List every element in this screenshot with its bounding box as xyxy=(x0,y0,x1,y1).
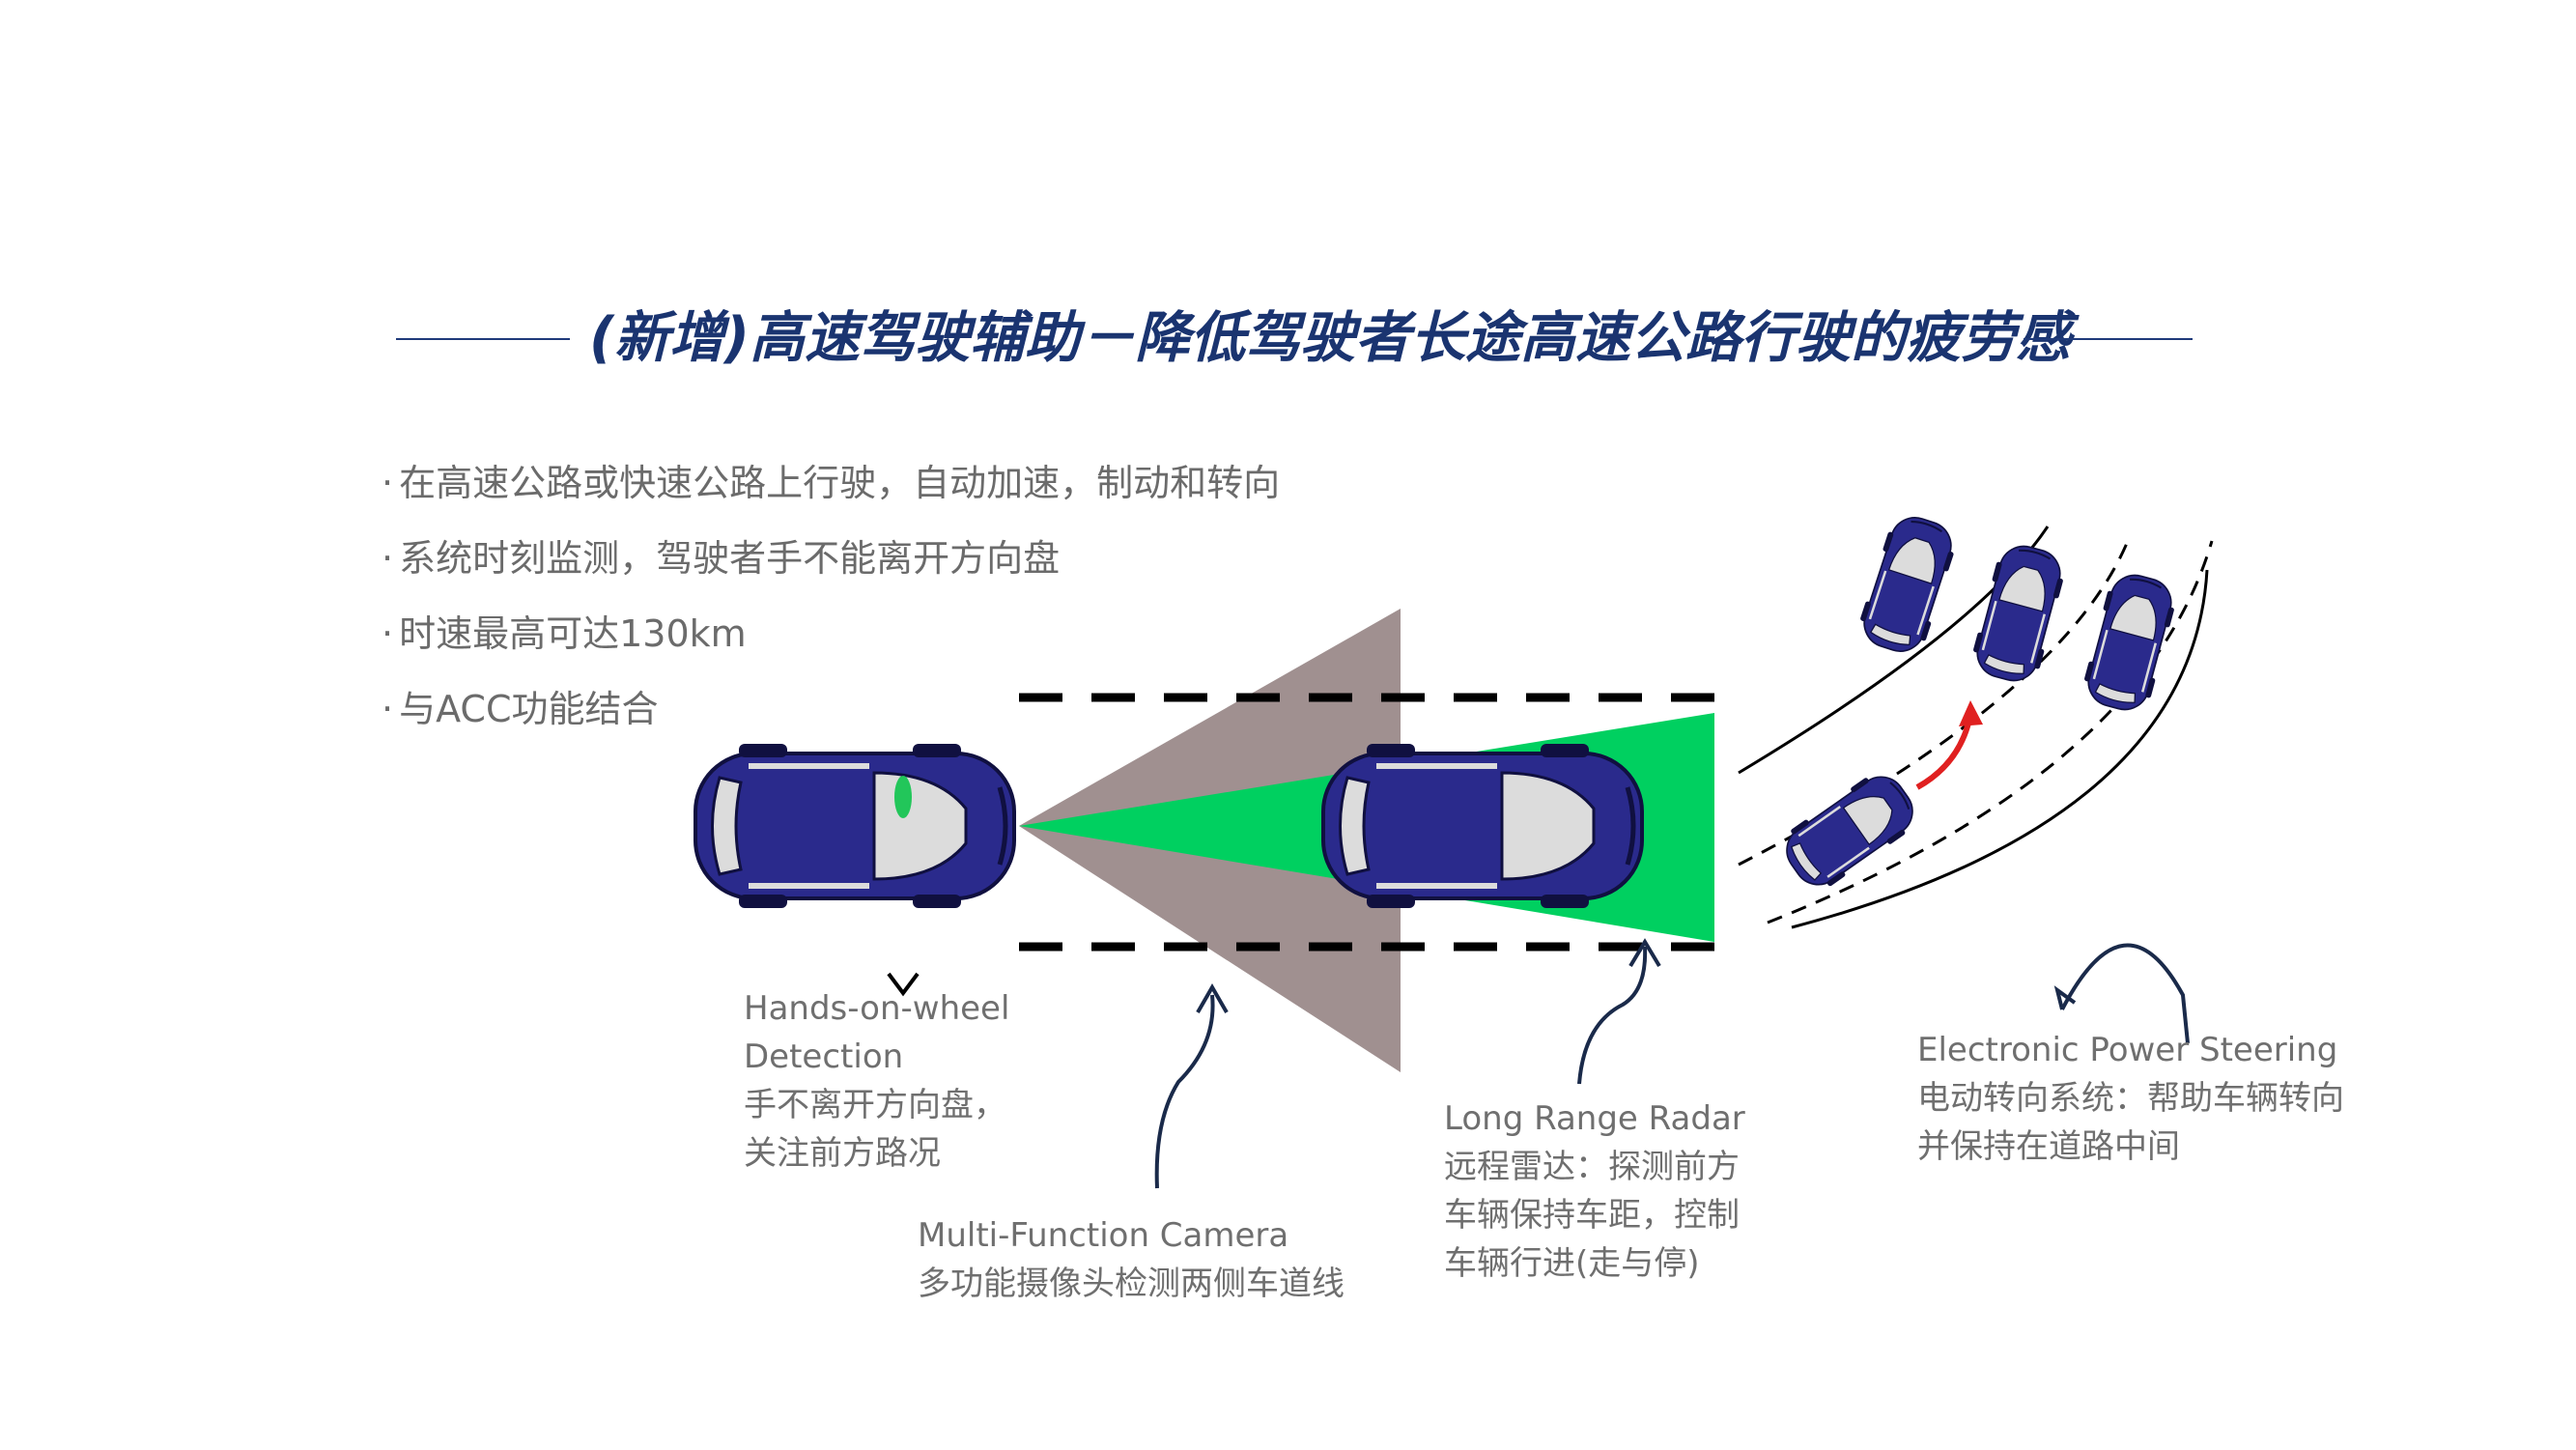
car-icon xyxy=(1773,762,1926,899)
list-item: ·时速最高可达130km xyxy=(382,612,747,655)
callout-hands-on-wheel xyxy=(887,972,920,997)
lane-change-arrow-head xyxy=(1959,700,1983,726)
list-item: ·在高速公路或快速公路上行驶，自动加速，制动和转向 xyxy=(382,462,1281,504)
annotation-hands-on-wheel: Hands-on-wheel Detection 手不离开方向盘， 关注前方路况 xyxy=(744,989,1010,1173)
callout-steering xyxy=(2053,943,2190,1044)
annotation-steering: Electronic Power Steering 电动转向系统：帮助车辆转向 … xyxy=(1917,1031,2344,1166)
bullet-dot-icon: · xyxy=(382,462,394,504)
car-icon xyxy=(1967,538,2071,689)
car-icon xyxy=(1323,744,1642,908)
title-rule-left xyxy=(396,338,570,340)
car-icon xyxy=(2078,567,2182,718)
feature-list: ·在高速公路或快速公路上行驶，自动加速，制动和转向 ·系统时刻监测，驾驶者手不能… xyxy=(382,454,1280,755)
hands-on-wheel-icon xyxy=(894,776,912,818)
page-title: (新增)高速驾驶辅助－降低驾驶者长途高速公路行驶的疲劳感 xyxy=(589,306,2072,370)
bullet-dot-icon: · xyxy=(382,537,394,580)
callout-camera xyxy=(1154,982,1229,1189)
list-item: ·系统时刻监测，驾驶者手不能离开方向盘 xyxy=(382,537,1061,580)
list-item: ·与ACC功能结合 xyxy=(382,688,659,730)
car-icon xyxy=(695,744,1014,908)
car-icon xyxy=(1853,508,1963,661)
bullet-dot-icon: · xyxy=(382,688,394,730)
bullet-dot-icon: · xyxy=(382,612,394,655)
annotation-camera: Multi-Function Camera 多功能摄像头检测两侧车道线 xyxy=(918,1216,1345,1303)
title-rule-right xyxy=(2024,338,2193,340)
callout-radar xyxy=(1577,938,1661,1085)
annotation-radar: Long Range Radar 远程雷达：探测前方 车辆保持车距，控制 车辆行… xyxy=(1444,1099,1745,1283)
